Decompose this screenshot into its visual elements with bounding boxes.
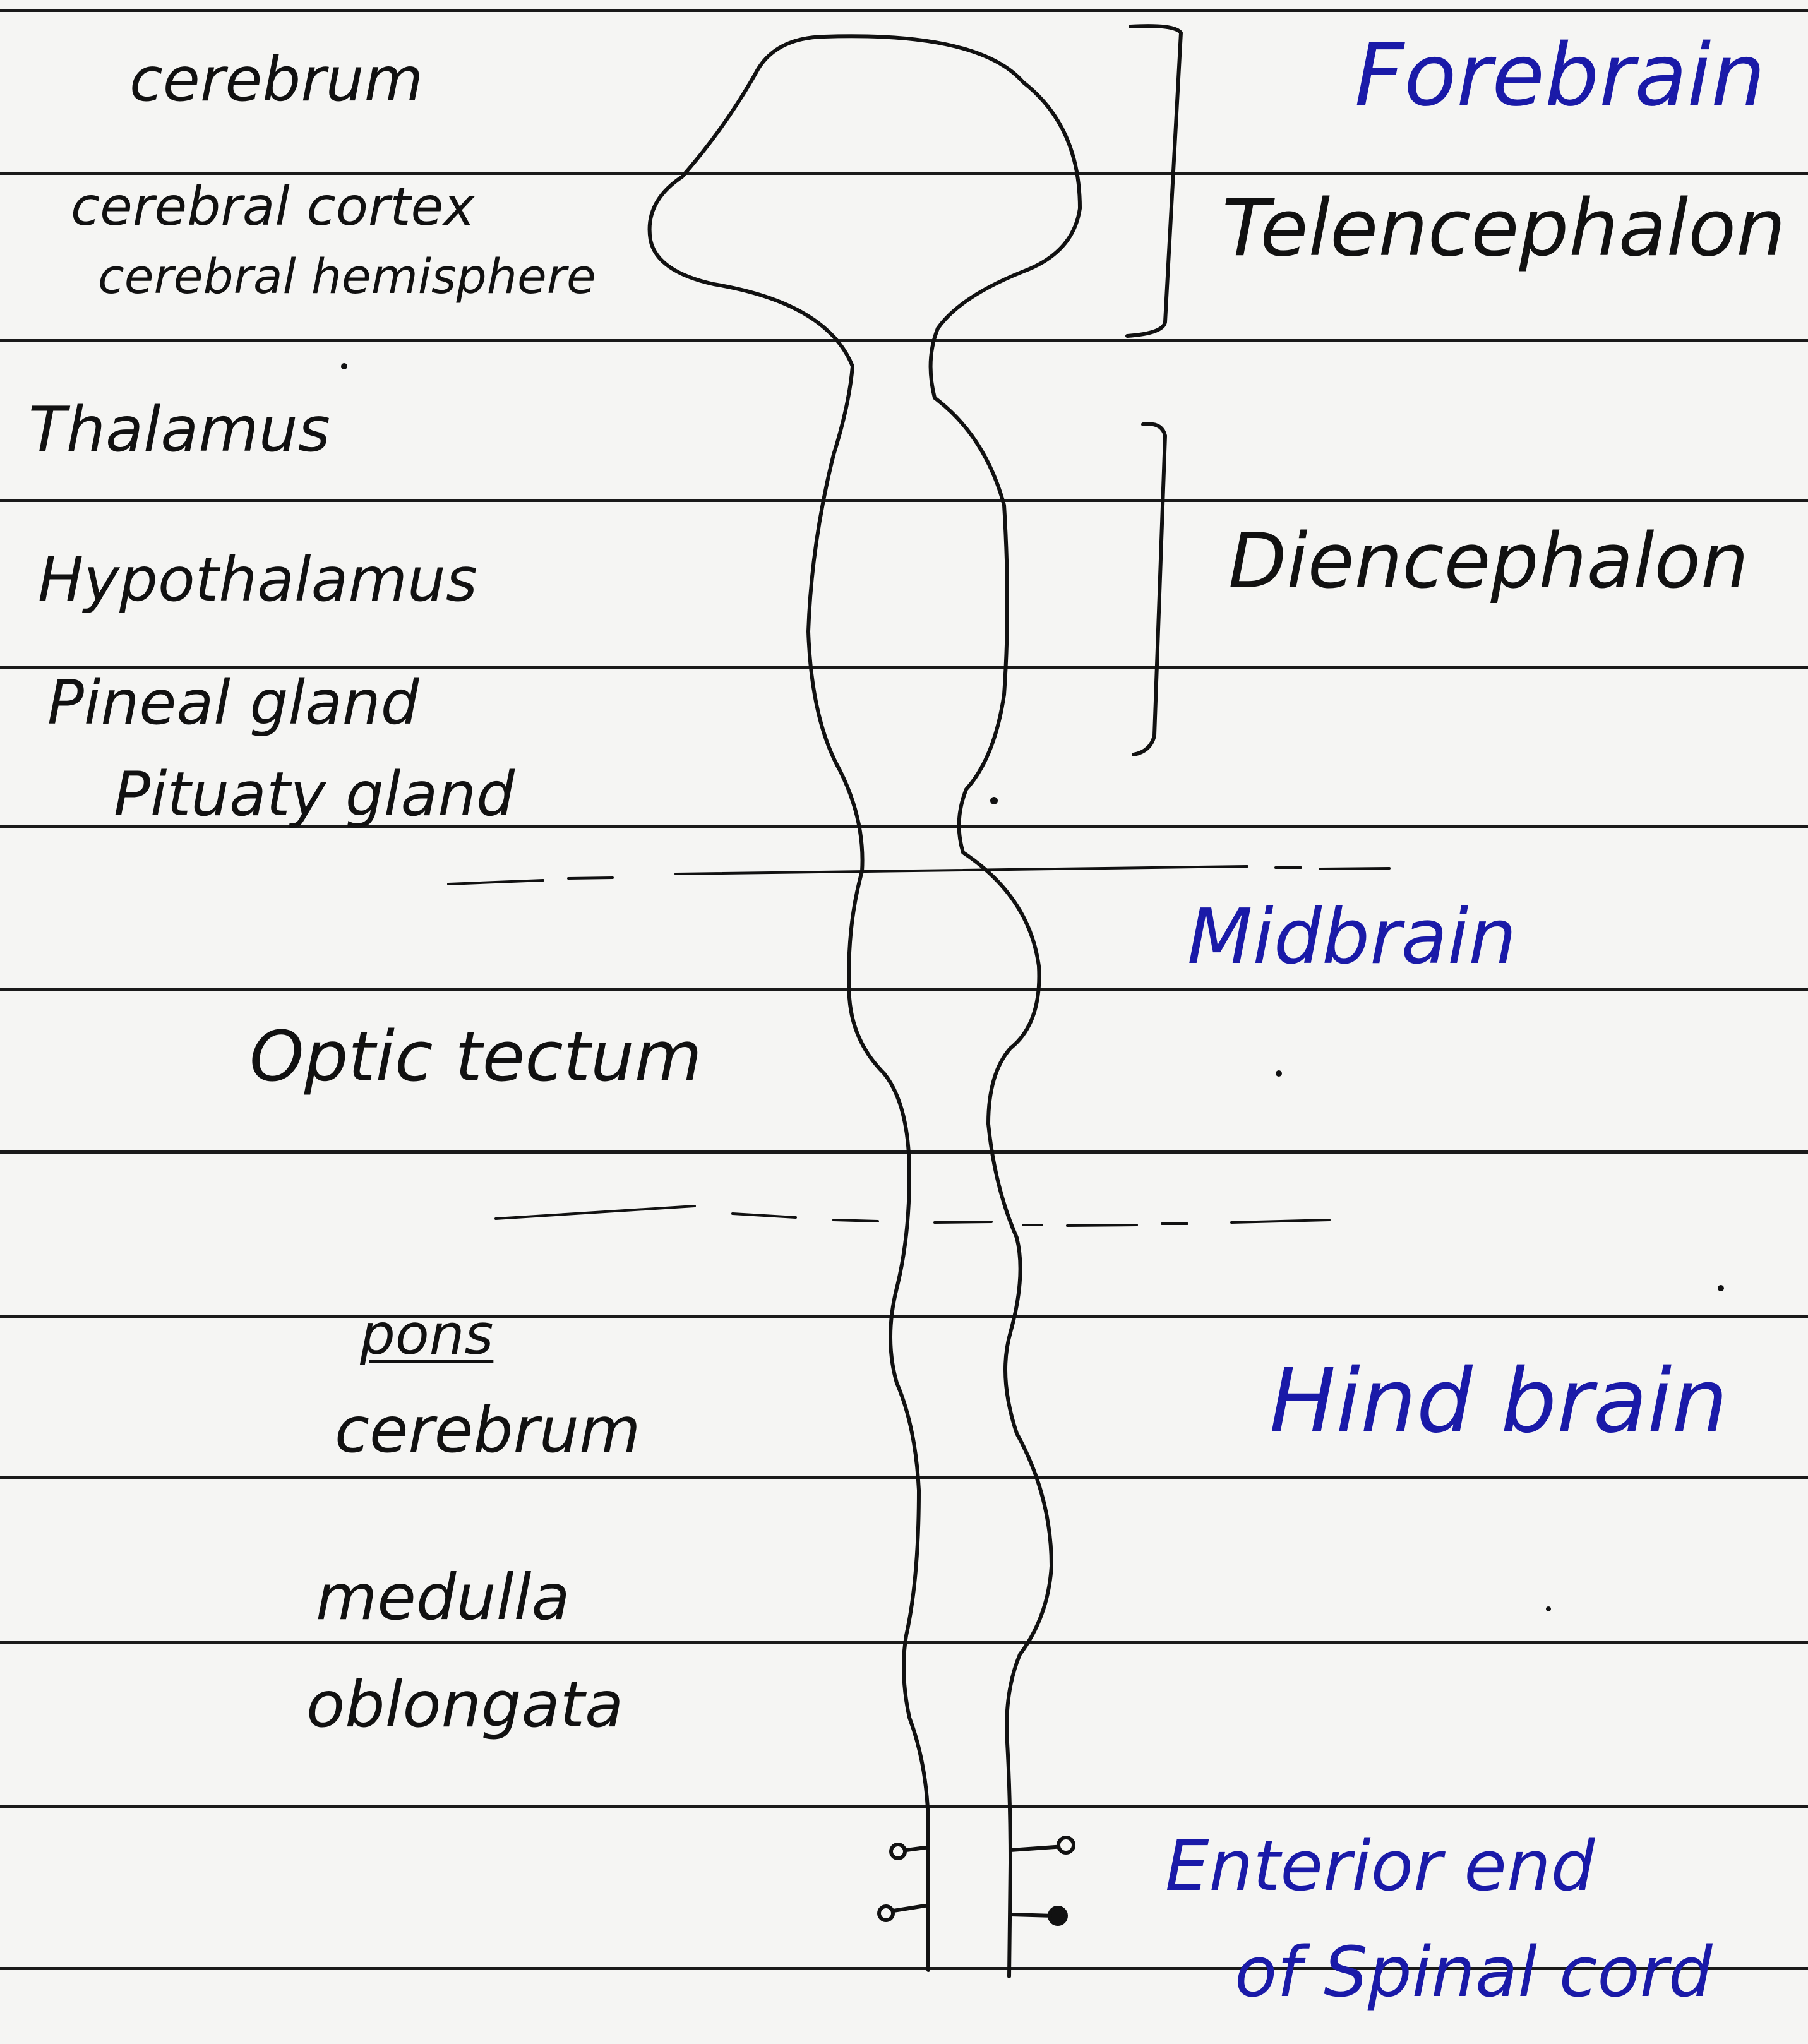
- label-hypothalamus: Hypothalamus: [38, 549, 477, 610]
- bracket-telencephalon: [1127, 26, 1181, 336]
- spinal-nerve-node: [891, 1844, 905, 1858]
- label-cerebral-cortex: cerebral cortex: [71, 180, 475, 233]
- label-pons: pons: [360, 1307, 493, 1363]
- spinal-nerve-node: [879, 1906, 893, 1920]
- label-cerebrum-hind: cerebrum: [335, 1399, 641, 1462]
- spinal-nerve-node: [1058, 1838, 1074, 1853]
- label-spinal-cord-line2: of Spinal cord: [1235, 1937, 1713, 2007]
- label-cerebrum-top: cerebrum: [129, 49, 423, 110]
- label-midbrain: Midbrain: [1187, 900, 1516, 976]
- bracket-diencephalon: [1134, 424, 1165, 755]
- label-spinal-cord-line1: Enterior end: [1165, 1831, 1595, 1901]
- label-telencephalon: Telencephalon: [1222, 189, 1786, 268]
- label-medulla: medulla: [316, 1566, 570, 1629]
- label-pineal-gland: Pineal gland: [47, 672, 419, 733]
- label-thalamus: Thalamus: [28, 399, 330, 461]
- label-forebrain: Forebrain: [1355, 33, 1766, 119]
- brain-outline-left: [650, 37, 928, 1970]
- label-diencephalon: Diencephalon: [1228, 524, 1749, 600]
- spinal-nerve-node: [1050, 1908, 1066, 1924]
- label-optic-tectum: Optic tectum: [249, 1022, 702, 1091]
- divider-forebrain-midbrain: [448, 866, 1389, 884]
- label-cerebral-hemisphere: cerebral hemisphere: [98, 253, 596, 301]
- brain-outline-right: [824, 36, 1080, 1976]
- label-oblongata: oblongata: [306, 1673, 623, 1736]
- label-pituitary-gland: Pituaty gland: [114, 764, 515, 825]
- label-hindbrain: Hind brain: [1269, 1358, 1728, 1446]
- spinal-nerve-right-1: [1010, 1846, 1064, 1850]
- divider-midbrain-hindbrain: [496, 1206, 1329, 1226]
